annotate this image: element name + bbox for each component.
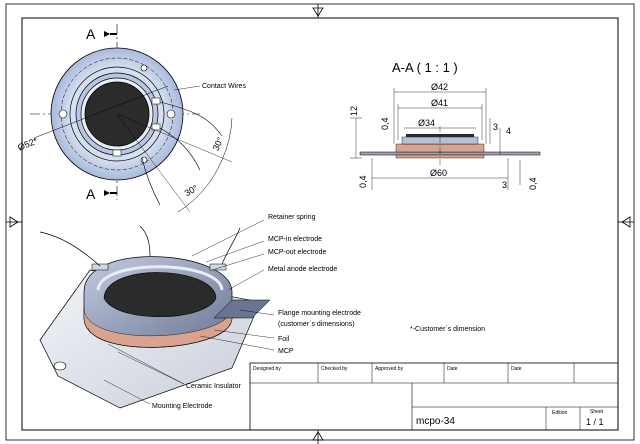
section-marker-bottom: A (86, 186, 96, 202)
isometric-view (39, 225, 271, 409)
dim-d34: Ø34 (418, 118, 435, 128)
callout-mounting-electrode: Mounting Electrode (152, 403, 212, 410)
callout-flange: Flange mounting electrode (278, 310, 361, 317)
dim-vertical-4: 4 (506, 126, 511, 136)
leader-lines (103, 219, 275, 405)
mcp-iso (103, 272, 217, 317)
tb-checked-by: Checked by (321, 366, 348, 372)
callout-metal-anode: Metal anode electrode (268, 266, 337, 273)
callout-retainer-spring: Retainer spring (268, 214, 316, 221)
callout-mcp-in: MCP-in electrode (268, 236, 322, 243)
mounting-hole-right (166, 109, 176, 119)
tb-approved-by: Approved by (375, 366, 404, 372)
callout-foil: Foil (278, 336, 290, 343)
dim-thickness-b: 0,4 (358, 175, 368, 188)
tb-sheet-label: Sheet (590, 409, 604, 415)
tb-edition: Edition (552, 410, 568, 416)
dim-height-12: 12 (349, 106, 359, 116)
top-view: A A Ø52* Contact Wires 30° 30° (16, 24, 246, 213)
dim-d41: Ø41 (431, 98, 448, 108)
dim-angle-2: 30° (183, 183, 200, 199)
center-marks (6, 4, 634, 444)
tb-designed-by: Designed by (253, 366, 281, 372)
dim-vertical-3a: 3 (493, 122, 498, 132)
callout-ceramic-insulator: Ceramic Insulator (186, 383, 242, 390)
dim-diameter-52: Ø52* (16, 136, 39, 153)
title-block (249, 362, 619, 431)
dim-d42: Ø42 (431, 82, 448, 92)
section-view: A-A ( 1 : 1 ) Ø42 Ø41 Ø34 Ø60 12 (349, 60, 541, 190)
dim-angle-1: 30° (211, 135, 226, 152)
callout-mcp: MCP (278, 348, 294, 355)
section-marker-top: A (86, 26, 96, 42)
tb-sheet-value: 1 / 1 (586, 417, 604, 427)
tb-date-2: Date (511, 366, 522, 372)
dim-vertical-3b: 3 (502, 180, 507, 190)
section-title: A-A ( 1 : 1 ) (392, 60, 458, 75)
dim-d60: Ø60 (430, 168, 447, 178)
callout-contact-wires: Contact Wires (202, 83, 246, 90)
tb-date-1: Date (447, 366, 458, 372)
tb-part-name: mcpo-34 (416, 416, 455, 427)
callout-flange-note: (customer`s dimensions) (278, 321, 355, 328)
customer-dimension-note: *-Customer`s dimension (410, 326, 485, 333)
dim-thickness-a: 0,4 (380, 117, 390, 130)
mounting-hole-left (58, 109, 68, 119)
callout-mcp-out: MCP-out electrode (268, 249, 326, 256)
dim-thickness-c: 0,4 (528, 177, 538, 190)
